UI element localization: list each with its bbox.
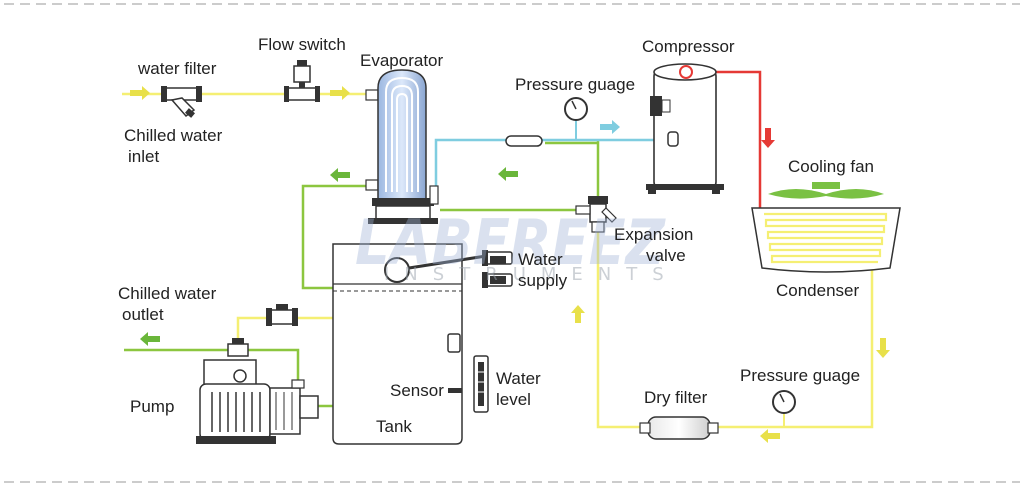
label-water-supply-1: Water: [518, 250, 563, 269]
arrow-left-outlet: [140, 332, 160, 346]
label-flow-switch: Flow switch: [258, 35, 346, 54]
label-water-supply-2: supply: [518, 271, 568, 290]
label-water-filter: water filter: [137, 59, 217, 78]
bypass-valve: [266, 304, 298, 326]
compressor: [646, 63, 724, 194]
arrow-left-expansion: [498, 167, 518, 181]
pressure-gauge-bottom: [772, 390, 796, 414]
label-dry-filter: Dry filter: [644, 388, 708, 407]
label-condenser: Condenser: [776, 281, 860, 300]
pressure-gauge-top: [564, 97, 588, 121]
arrow-left-evaporator-return: [330, 168, 350, 182]
arrow-down-discharge: [761, 128, 775, 148]
arrow-down-liquid: [876, 338, 890, 358]
outlet-valve: [227, 338, 249, 357]
label-tank: Tank: [376, 417, 412, 436]
label-water-level-2: level: [496, 390, 531, 409]
discharge-line: [704, 70, 762, 208]
label-water-level-1: Water: [496, 369, 541, 388]
evaporator-return-line: [301, 184, 372, 290]
watermark-sub: INSTRUMENTS: [384, 264, 679, 285]
cooling-fan: [768, 182, 884, 199]
arrow-right-flow-switch: [330, 86, 350, 100]
flow-switch: [284, 60, 320, 102]
water-filter: [161, 86, 202, 118]
liquid-line: [596, 232, 874, 429]
suction-sight-glass: [505, 135, 543, 147]
label-chilled-water-inlet-2: inlet: [128, 147, 159, 166]
label-chilled-water-outlet-2: outlet: [122, 305, 164, 324]
label-sensor: Sensor: [390, 381, 444, 400]
tank: [332, 243, 487, 445]
label-pump: Pump: [130, 397, 174, 416]
pump-discharge-line: [248, 348, 300, 384]
expansion-valve: [575, 196, 617, 233]
water-supply-valves: [482, 250, 513, 288]
arrow-up-liquid: [571, 305, 585, 323]
label-cooling-fan: Cooling fan: [788, 157, 874, 176]
arrow-left-liquid: [760, 429, 780, 443]
pump: [196, 359, 319, 444]
bypass-line: [236, 316, 333, 344]
arrow-right-suction: [600, 120, 620, 134]
label-chilled-water-outlet-1: Chilled water: [118, 284, 217, 303]
label-expansion-valve-2: valve: [646, 246, 686, 265]
label-pressure-gauge-bottom: Pressure guage: [740, 366, 860, 385]
water-level-gauge: [473, 355, 489, 413]
arrow-right-inlet: [130, 86, 150, 100]
dry-filter: [639, 416, 719, 440]
evaporator: [365, 69, 439, 224]
label-pressure-gauge-top: Pressure guage: [515, 75, 635, 94]
label-chilled-water-inlet-1: Chilled water: [124, 126, 223, 145]
label-compressor: Compressor: [642, 37, 735, 56]
label-evaporator: Evaporator: [360, 51, 443, 70]
suction-line: [434, 138, 668, 190]
label-expansion-valve-1: Expansion: [614, 225, 693, 244]
condenser: [751, 207, 901, 273]
watermark-brand: LABFREEZ: [355, 206, 666, 279]
